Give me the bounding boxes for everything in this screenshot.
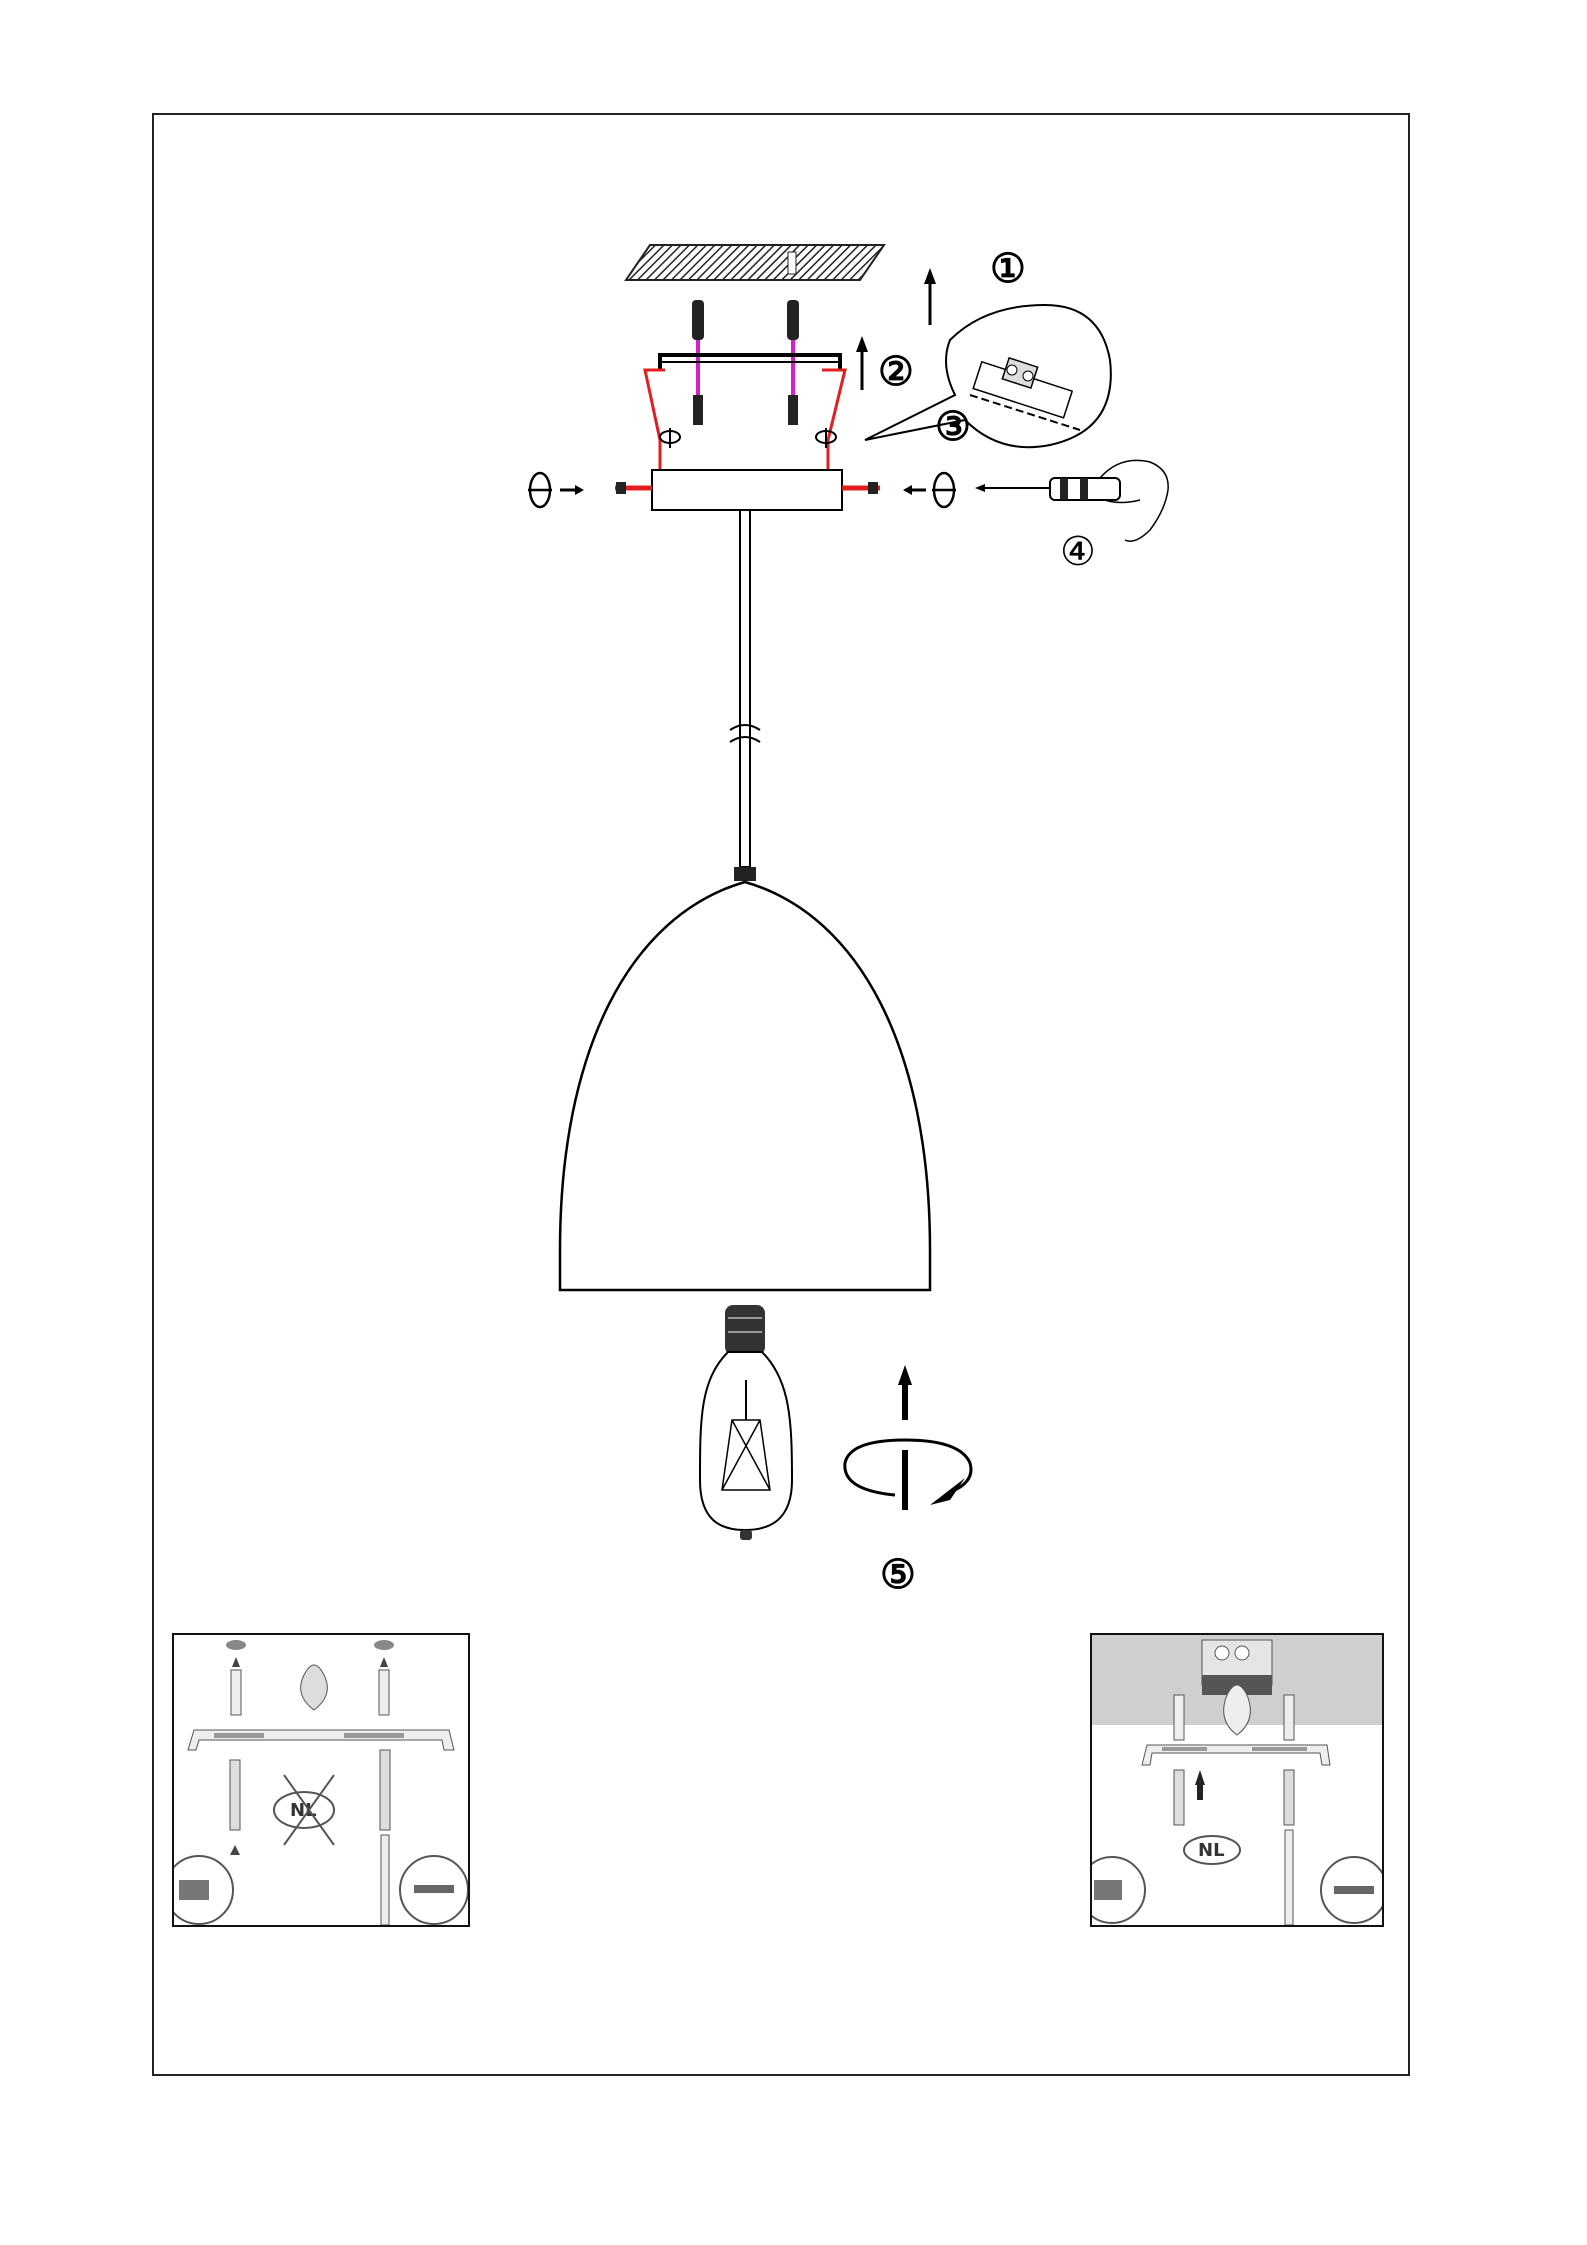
rotate-icon [660,428,836,448]
step-2-label: ② [878,348,914,395]
bulb-icon [700,1305,792,1540]
inset-right-nl-badge: NL [1198,1840,1225,1861]
step-3-label: ③ [935,403,971,450]
step-4-label: ④ [1060,529,1096,575]
mounting-bracket-icon [660,355,840,370]
hand-icon [1100,460,1168,541]
inset-right-diagram: NL [1092,1635,1382,1925]
step-5-label: ⑤ [880,1551,916,1598]
wire-icon [645,370,845,475]
screwdriver-icon [975,478,1120,500]
inset-ceiling-mount-right: NL [1090,1633,1384,1927]
ceiling-icon [626,245,884,280]
lamp-shade-icon [560,882,930,1290]
canopy-icon [615,470,880,510]
rotate-install-icon [845,1365,971,1510]
inset-ceiling-mount-left: NL [172,1633,470,1927]
inset-left-diagram: NL [174,1635,468,1925]
cable-icon [730,510,760,881]
step-1-label: ① [990,245,1026,292]
